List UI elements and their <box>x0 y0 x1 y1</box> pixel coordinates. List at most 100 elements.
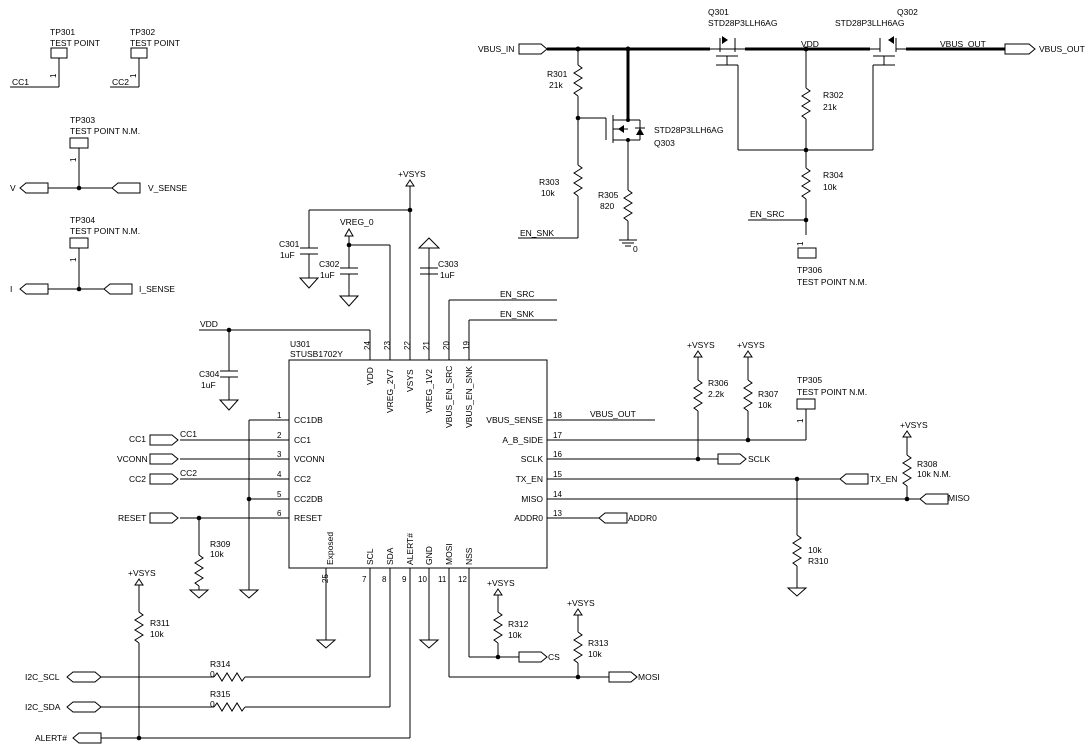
c303-value: 1uF <box>440 270 455 280</box>
r306-value: 2.2k <box>708 389 725 399</box>
ic-right-network: VBUS_OUT +VSYS R306 2.2k +VSYS R307 10k … <box>590 340 970 597</box>
i-sense-label: I_SENSE <box>139 284 175 294</box>
r312-ref: R312 <box>508 619 529 629</box>
r301-value: 21k <box>549 80 563 90</box>
vbus-out-port <box>1004 43 1036 55</box>
pin-vdd-name: VDD <box>365 367 375 385</box>
ic-left-network: CC1 CC1 VCONN CC2 CC2 RESET R309 10k <box>117 420 260 599</box>
pin-21-num: 21 <box>422 341 431 350</box>
c301-value: 1uF <box>280 250 295 260</box>
c302-value: 1uF <box>320 270 335 280</box>
vbus-in-label: VBUS_IN <box>478 44 514 54</box>
q301-part: STD28P3LLH6AG <box>708 18 777 28</box>
tp306-name: TEST POINT N.M. <box>797 277 867 287</box>
cs-port-label: CS <box>548 652 560 662</box>
r303-ref: R303 <box>539 177 560 187</box>
pin-20-num: 20 <box>442 341 451 350</box>
r312: +VSYS R312 10k <box>487 578 529 660</box>
tp304-name: TEST POINT N.M. <box>70 226 140 236</box>
r315-value: 0 <box>210 699 215 709</box>
pin-3-num: 3 <box>277 450 282 459</box>
r308: +VSYS R308 10k N.M. <box>900 420 951 502</box>
en-snk-label-lower: EN_SNK <box>520 228 554 238</box>
pin-12-num: 12 <box>458 575 467 584</box>
pin-11-num: 11 <box>438 575 447 584</box>
pin-7-num: 7 <box>362 575 367 584</box>
pin-ab-side-name: A_B_SIDE <box>502 435 543 445</box>
r315-ref: R315 <box>210 689 231 699</box>
pin-vsys-name: VSYS <box>405 369 415 392</box>
tp301-name: TEST POINT <box>50 38 100 48</box>
pin-13-num: 13 <box>553 509 562 518</box>
tp303-ref: TP303 <box>70 115 95 125</box>
reset-port-label: RESET <box>118 513 146 523</box>
c303: C303 1uF <box>417 237 459 280</box>
pin-25-num: 25 <box>321 574 330 583</box>
r312-value: 10k <box>508 630 522 640</box>
c304: C304 1uF <box>199 330 240 411</box>
en-snk-label-top: EN_SNK <box>500 309 534 319</box>
tp301: TP301 TEST POINT 1 CC1 <box>10 27 100 88</box>
i-port <box>19 283 49 295</box>
pin-miso-name: MISO <box>521 494 543 504</box>
pin-24-num: 24 <box>363 341 372 350</box>
tp303-pin: 1 <box>69 157 78 162</box>
pin-18-num: 18 <box>553 411 562 420</box>
r306-ref: R306 <box>708 378 729 388</box>
q302-part: STD28P3LLH6AG <box>835 18 904 28</box>
r309-ref: R309 <box>210 539 231 549</box>
vconn-port-label: VCONN <box>117 454 148 464</box>
r308-ref: R308 <box>917 459 938 469</box>
cc1-wire-label: CC1 <box>180 429 197 439</box>
tp301-pin: 1 <box>49 73 58 78</box>
pin-vreg1v2-name: VREG_1V2 <box>424 369 434 413</box>
pin-22-num: 22 <box>403 341 412 350</box>
c302: C302 1uF <box>319 245 360 307</box>
tp301-net: CC1 <box>12 77 29 87</box>
tp302-pin: 1 <box>129 73 138 78</box>
r311-ref: R311 <box>150 618 170 628</box>
r302: R302 21k <box>801 49 844 150</box>
miso-port-label: MISO <box>948 493 970 503</box>
r305: 0 R305 820 <box>598 189 638 254</box>
c301-ref: C301 <box>279 239 300 249</box>
r301: R301 21k <box>547 49 583 121</box>
c304-value: 1uF <box>201 380 216 390</box>
v-sense-port <box>111 182 141 194</box>
i2c-sda-port-label: I2C_SDA <box>25 702 61 712</box>
vbus-path: VBUS_IN VDD VBUS_OUT VBUS_OUT Q301 STD28… <box>478 7 1085 287</box>
pin-cc1-name: CC1 <box>294 435 311 445</box>
u301-part: STUSB1702Y <box>290 349 343 359</box>
pin-16-num: 16 <box>553 450 562 459</box>
r308-value: 10k N.M. <box>917 469 951 479</box>
tp305-ref: TP305 <box>797 375 822 385</box>
q302-ref: Q302 <box>897 7 918 17</box>
pin-mosi-name: MOSI <box>444 543 454 565</box>
gnd-zero-label: 0 <box>633 244 638 254</box>
r313-vsys-label: +VSYS <box>567 598 595 608</box>
vreg0-label: VREG_0 <box>340 217 374 227</box>
cc2-port-label: CC2 <box>129 474 146 484</box>
r303-value: 10k <box>541 188 555 198</box>
pin-sclk-name: SCLK <box>521 454 544 464</box>
vbus-out-sense-label: VBUS_OUT <box>590 409 636 419</box>
pin-19-num: 19 <box>462 341 471 350</box>
pin-exposed-name: Exposed <box>325 532 335 565</box>
r304: R304 10k EN_SRC <box>748 150 844 235</box>
q303-part: STD28P3LLH6AG <box>654 125 723 135</box>
vdd-net-label: VDD <box>801 39 819 49</box>
r306-vsys-label: +VSYS <box>687 340 715 350</box>
r310: 10k R310 <box>786 479 829 597</box>
r311-value: 10k <box>150 629 164 639</box>
vbus-out-label: VBUS_OUT <box>1039 44 1085 54</box>
r309: R309 10k <box>188 518 231 599</box>
pin-9-num: 9 <box>402 575 407 584</box>
tp306: 1 TP306 TEST POINT N.M. <box>796 241 867 287</box>
r311-vsys-label: +VSYS <box>128 568 156 578</box>
pin-cc1db-name: CC1DB <box>294 415 323 425</box>
r302-ref: R302 <box>823 90 844 100</box>
pin-2-num: 2 <box>277 431 282 440</box>
r314-value: 0 <box>210 669 215 679</box>
alert-port-label: ALERT# <box>35 733 67 743</box>
tp306-ref: TP306 <box>797 265 822 275</box>
